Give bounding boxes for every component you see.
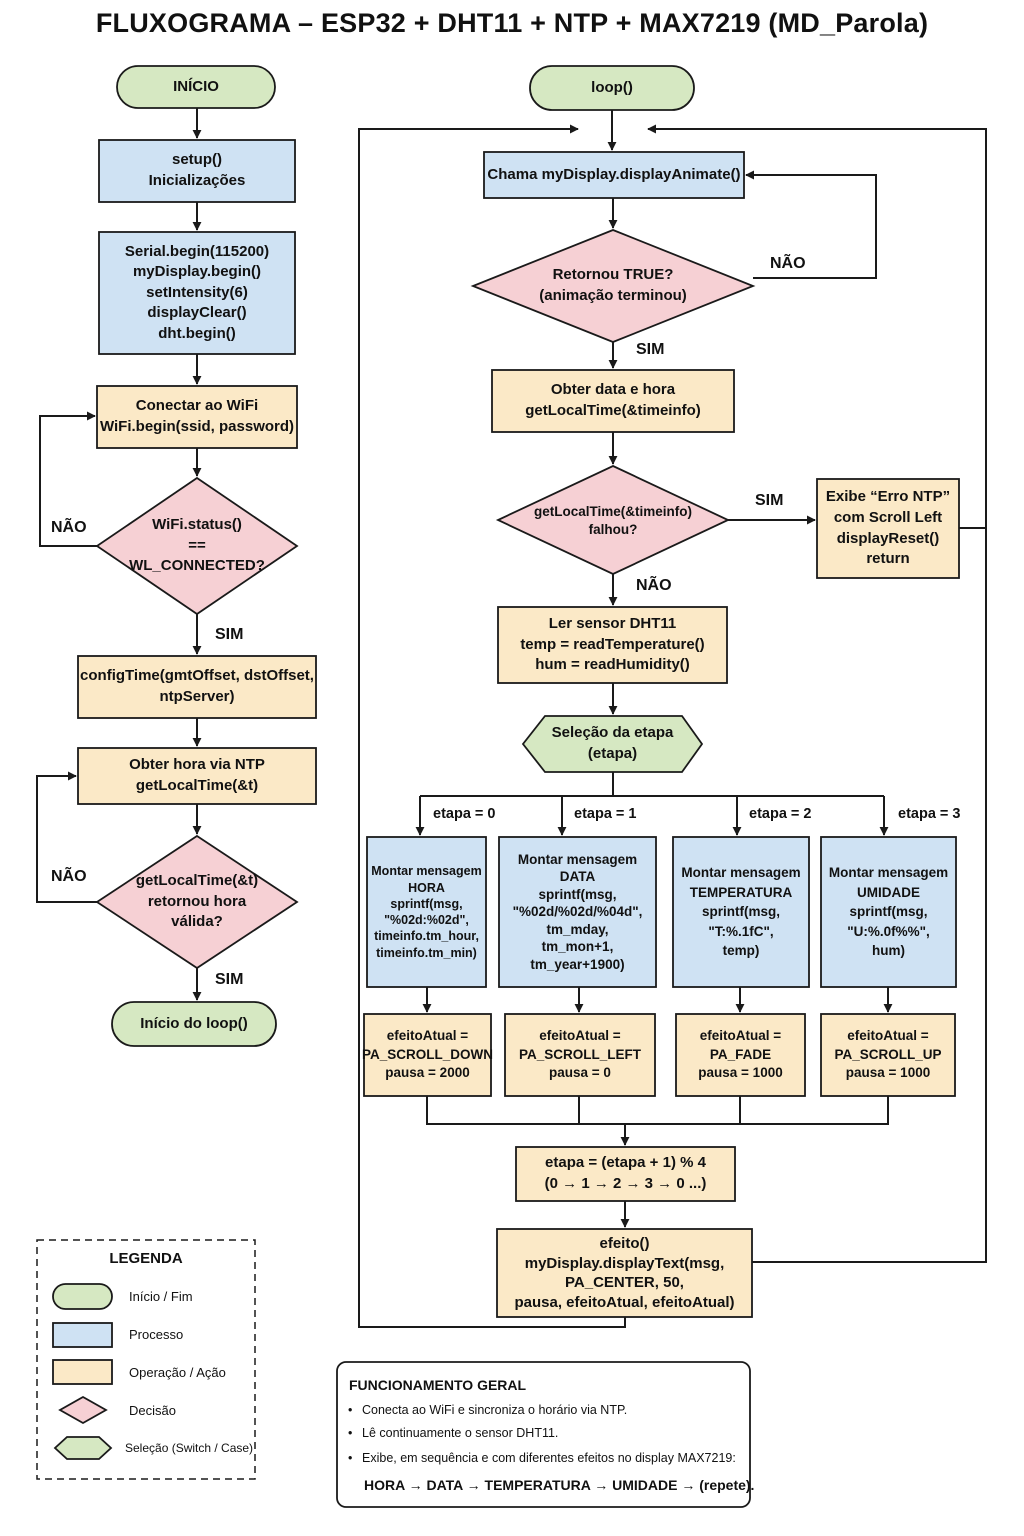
case0-label: etapa = 0 — [433, 806, 496, 822]
config-time-box: configTime(gmtOffset, dstOffset, ntpServ… — [80, 667, 314, 705]
loop-start-terminal-shape — [111, 1001, 277, 1047]
case2-effect-box: efeitoAtual = PA_FADE pausa = 1000 — [698, 1028, 783, 1081]
time-yes-label: SIM — [215, 971, 244, 988]
init-line: Serial.begin(115200) — [124, 242, 270, 260]
loop-start-terminal: Início do loop() — [140, 1014, 248, 1032]
case3-effect-box: efeitoAtual = PA_SCROLL_UP pausa = 1000 — [834, 1028, 942, 1081]
legend-operation-swatch — [52, 1359, 113, 1385]
init-line: displayClear() — [147, 304, 247, 322]
read-sensor-box-shape — [497, 606, 728, 684]
wifi-no-label: NÃO — [51, 519, 87, 536]
selection-hexagon-shape — [521, 715, 704, 773]
ntp-yes-label: SIM — [755, 492, 784, 509]
case2-message-box: Montar mensagem TEMPERATURA sprintf(msg,… — [681, 865, 801, 959]
legend-frame — [36, 1239, 256, 1480]
legend-terminal-label: Início / Fim — [129, 1289, 193, 1304]
selection-hexagon: Seleção da etapa (etapa) — [551, 724, 674, 762]
case3-label: etapa = 3 — [898, 806, 961, 822]
case1-label: etapa = 1 — [574, 806, 637, 822]
animate-box-shape — [483, 151, 745, 199]
init-box: Serial.begin(115200) myDisplay.begin() s… — [99, 232, 295, 354]
setup-line-1: setup() — [172, 151, 222, 169]
config-time-box-shape — [77, 655, 317, 719]
case3-message-box-shape — [820, 836, 957, 988]
general-item: •Lê continuamente o sensor DHT11. — [348, 1426, 559, 1440]
general-item: •Exibe, em sequência e com diferentes ef… — [348, 1451, 736, 1465]
legend-operation-label: Operação / Ação — [129, 1365, 226, 1380]
general-frame — [336, 1361, 751, 1508]
diagram-title: FLUXOGRAMA – ESP32 + DHT11 + NTP + MAX72… — [95, 8, 929, 38]
case0-message-box: Montar mensagem HORA sprintf(msg, "%02d:… — [371, 864, 482, 960]
init-box-shape — [98, 231, 296, 355]
case1-effect-box-shape — [504, 1013, 656, 1097]
wifi-yes-label: SIM — [215, 626, 244, 643]
setup-box: setup() Inicializações — [99, 140, 295, 202]
init-line: setIntensity(6) — [146, 283, 248, 301]
legend-process-label: Processo — [129, 1327, 184, 1342]
init-line: myDisplay.begin() — [132, 263, 262, 281]
wifi-decision: WiFi.status() == WL_CONNECTED? — [129, 516, 265, 575]
general-sequence: HORA → DATA → TEMPERATURA → UMIDADE → (r… — [364, 1477, 755, 1493]
start-terminal: INÍCIO — [173, 77, 219, 95]
wifi-box: Conectar ao WiFi WiFi.begin(ssid, passwo… — [99, 397, 295, 435]
setup-line-2: Inicializações — [148, 172, 246, 189]
time-decision: getLocalTime(&t) retornou hora válida? — [135, 872, 259, 931]
display-box: efeito() myDisplay.displayText(msg, PA_C… — [514, 1235, 735, 1311]
get-datetime-box: Obter data e hora getLocalTime(&timeinfo… — [525, 381, 701, 419]
anim-no-label: NÃO — [770, 255, 806, 272]
left-flow-arrows — [36, 108, 202, 1001]
ntp-decision: getLocalTime(&timeinfo) falhou? — [533, 503, 692, 537]
ntp-error-box: Exibe “Erro NTP” com Scroll Left display… — [825, 488, 951, 568]
legend-process-swatch — [52, 1322, 113, 1348]
case0-message-box-shape — [366, 836, 487, 988]
animate-box: Chama myDisplay.displayAnimate() — [487, 165, 741, 183]
read-sensor-box: Ler sensor DHT11 temp = readTemperature(… — [520, 615, 705, 674]
wifi-box-shape — [96, 385, 298, 449]
case1-message-box-shape — [498, 836, 657, 988]
display-box-shape — [496, 1228, 753, 1318]
case1-effect-box: efeitoAtual = PA_SCROLL_LEFT pausa = 0 — [518, 1028, 641, 1081]
case0-effect-box: efeitoAtual = PA_SCROLL_DOWN pausa = 200… — [362, 1028, 494, 1081]
case3-message-box: Montar mensagem UMIDADE sprintf(msg, "U:… — [828, 865, 949, 959]
get-ntp-box: Obter hora via NTP getLocalTime(&t) — [129, 756, 265, 794]
ntp-no-label: NÃO — [636, 577, 672, 594]
loop-terminal: loop() — [591, 78, 633, 96]
case2-label: etapa = 2 — [749, 806, 812, 822]
legend-decision-swatch — [58, 1395, 108, 1425]
legend-selection-label: Seleção (Switch / Case) — [125, 1441, 254, 1455]
ntp-error-box-shape — [816, 478, 960, 579]
legend-title: LEGENDA — [109, 1250, 183, 1267]
legend-decision-label: Decisão — [129, 1403, 176, 1418]
legend-terminal-swatch — [52, 1283, 113, 1310]
case1-message-box: Montar mensagem DATA sprintf(msg, "%02d/… — [512, 851, 643, 972]
anim-decision: Retornou TRUE? (animação terminou) — [539, 266, 687, 304]
next-step-box-shape — [515, 1146, 736, 1202]
next-step-box: etapa = (etapa + 1) % 4 (0 → 1 → 2 → 3 →… — [544, 1154, 707, 1192]
time-no-label: NÃO — [51, 868, 87, 885]
anim-yes-label: SIM — [636, 341, 665, 358]
general-title: FUNCIONAMENTO GERAL — [349, 1377, 527, 1393]
init-line: dht.begin() — [158, 324, 236, 342]
general-item: •Conecta ao WiFi e sincroniza o horário … — [348, 1403, 628, 1417]
right-flow-arrows — [358, 110, 987, 1328]
case0-effect-box-shape — [363, 1013, 492, 1097]
legend-selection-swatch — [53, 1436, 113, 1460]
case2-message-box-shape — [672, 836, 810, 988]
